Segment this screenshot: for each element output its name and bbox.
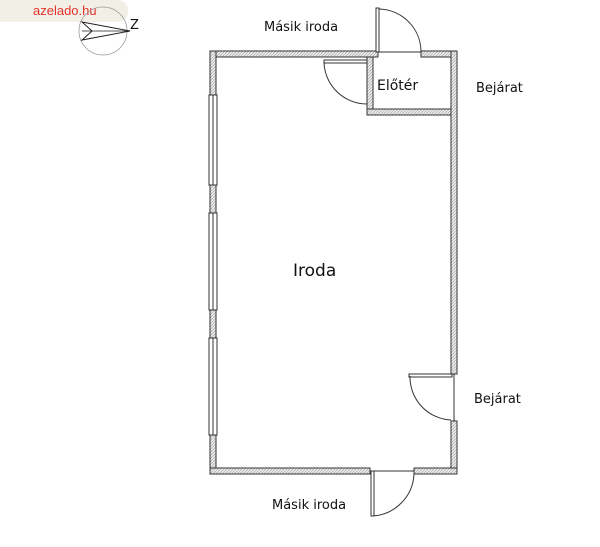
door-bottom: [370, 470, 415, 517]
compass-icon: [78, 6, 131, 56]
watermark-text: azelado.hu: [33, 3, 97, 18]
windows-left-wall: [208, 94, 218, 436]
label-other-office-top: Másik iroda: [264, 20, 339, 35]
entry-room-walls: [366, 56, 452, 116]
door-entry-inner: [323, 59, 368, 105]
label-other-office-bottom: Másik iroda: [272, 498, 347, 513]
watermark-logo: azelado.hu: [0, 0, 128, 22]
label-entrance-top: Bejárat: [476, 81, 523, 96]
room-label-main: Iroda: [293, 261, 337, 281]
label-entrance-bottom: Bejárat: [474, 392, 521, 407]
door-top: [375, 7, 422, 53]
door-right: [408, 373, 455, 421]
room-label-entry: Előtér: [377, 78, 419, 94]
compass-label: Z: [130, 18, 139, 33]
